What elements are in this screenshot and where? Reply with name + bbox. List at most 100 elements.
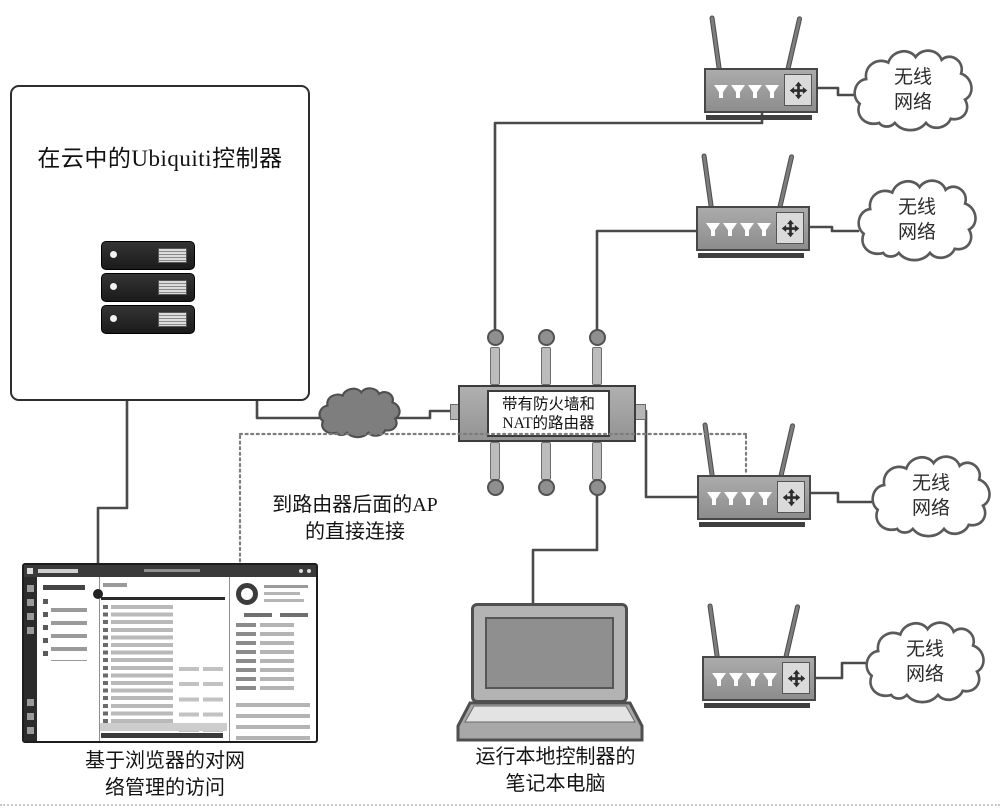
nav-icon: [27, 599, 34, 606]
laptop-caption: 运行本地控制器的 笔记本电脑: [443, 744, 668, 798]
router-label-line1: 带有防火墙和: [501, 395, 595, 413]
browser-caption-line1: 基于浏览器的对网: [85, 750, 245, 772]
donut-chart-icon: [236, 583, 258, 605]
wire-box-to-browser: [96, 399, 129, 567]
port-led-icon: [741, 492, 755, 505]
app-logo-icon: [27, 568, 33, 574]
nav-icon: [27, 699, 34, 706]
port-led-icon: [746, 673, 760, 686]
router-port-connector-bottom-2: [538, 479, 555, 496]
wireless-network-cloud-3: 无线网络: [866, 448, 996, 544]
browser-caption: 基于浏览器的对网 络管理的访问: [35, 748, 295, 802]
power-led-icon: [110, 315, 117, 322]
nav-icon: [27, 713, 34, 720]
detail-tab: [244, 613, 272, 617]
router-port-connector-top-2: [538, 329, 555, 346]
wireless-cloud-label-line2: 网络: [897, 222, 936, 243]
wireless-cloud-label-line2: 网络: [911, 498, 950, 519]
access-point-body: [697, 475, 811, 520]
port-led-icon: [706, 223, 720, 236]
port-led-icon: [707, 492, 721, 505]
power-led-icon: [110, 283, 117, 290]
port-led-icon: [765, 85, 779, 98]
vent-grill-icon: [158, 248, 187, 263]
browser-title-bar: [24, 565, 316, 577]
wire-port-to-ap2: [595, 229, 700, 334]
router-port-connector-bottom-1: [487, 479, 504, 496]
server-unit: [101, 305, 195, 334]
cloud-icon: [853, 49, 973, 132]
router-label-line2: NAT的路由器: [502, 414, 595, 432]
unifi-controller-browser-window: [22, 563, 318, 743]
port-led-icon: [763, 673, 777, 686]
cloud-icon: [871, 455, 991, 538]
wireless-cloud-label-line1: 无线: [897, 197, 936, 218]
device-base: [698, 253, 804, 258]
wireless-cloud-label-line2: 网络: [905, 664, 944, 685]
refresh-knob-icon: [93, 589, 103, 599]
detail-text-line: [264, 599, 304, 602]
window-title-text: [38, 569, 78, 573]
port-led-icon: [757, 223, 771, 236]
port-led-icon: [758, 492, 772, 505]
wire-ap2-to-cloud2: [806, 225, 860, 233]
server-unit: [101, 273, 195, 302]
wire-ap4-to-cloud4: [812, 661, 870, 680]
cloud-controller-box: 在云中的Ubiquiti控制器: [10, 85, 310, 401]
cloud-icon: [865, 621, 985, 704]
laptop-display: [485, 617, 614, 689]
window-control-icon: [307, 569, 311, 573]
wire-ap3-to-cloud3: [807, 491, 874, 504]
access-point-body: [696, 206, 810, 251]
menu-bar-text: [144, 569, 200, 572]
cloud-controller-label: 在云中的Ubiquiti控制器: [37, 146, 283, 171]
vent-grill-icon: [158, 280, 187, 295]
access-point-3: [697, 422, 811, 527]
browser-nav-rail: [24, 577, 37, 741]
selected-table-row: [100, 723, 227, 731]
route-cross-icon: [776, 212, 804, 244]
power-led-icon: [110, 251, 117, 258]
router-port-stub-top-2: [541, 347, 551, 385]
wireless-network-cloud-4: 无线网络: [860, 614, 990, 710]
router-port-stub-top-3: [592, 347, 602, 385]
wire-internet-to-router: [392, 409, 462, 420]
detail-text-line: [264, 592, 300, 595]
nav-icon: [27, 613, 34, 620]
page-divider: [0, 804, 1000, 806]
router-label-plate: 带有防火墙和 NAT的路由器: [487, 390, 610, 437]
cloud-icon: [857, 179, 977, 262]
route-cross-icon: [782, 662, 810, 694]
port-led-icon: [714, 85, 728, 98]
access-point-body: [704, 68, 818, 113]
vent-grill-icon: [158, 312, 187, 327]
router-port-connector-top-1: [487, 329, 504, 346]
nat-firewall-router: 带有防火墙和 NAT的路由器: [458, 385, 636, 442]
port-led-icon: [748, 85, 762, 98]
horizontal-scrollbar: [101, 733, 223, 738]
details-panel: [229, 577, 316, 741]
port-led-icon: [712, 673, 726, 686]
route-cross-icon: [784, 74, 812, 106]
router-port-connector-bottom-3: [589, 479, 606, 496]
cloud-icon: [318, 387, 401, 439]
nav-icon: [27, 627, 34, 634]
window-control-icon: [299, 569, 303, 573]
port-led-icon: [740, 223, 754, 236]
server-unit: [101, 241, 195, 270]
nav-icon: [27, 727, 34, 734]
wireless-cloud-label-line2: 网络: [893, 92, 932, 113]
direct-link-note-line1: 到路由器后面的AP: [272, 494, 438, 516]
router-port-stub-top-1: [490, 347, 500, 385]
detail-text-line: [264, 585, 308, 588]
detail-tab: [280, 613, 308, 617]
port-led-icon: [731, 85, 745, 98]
device-base: [704, 703, 810, 708]
access-point-4: [702, 603, 816, 708]
direct-link-note-line2: 的直接连接: [305, 521, 405, 543]
direct-link-note: 到路由器后面的AP 的直接连接: [250, 492, 460, 546]
device-base: [706, 115, 812, 120]
port-led-icon: [729, 673, 743, 686]
wireless-cloud-label-line1: 无线: [893, 67, 932, 88]
